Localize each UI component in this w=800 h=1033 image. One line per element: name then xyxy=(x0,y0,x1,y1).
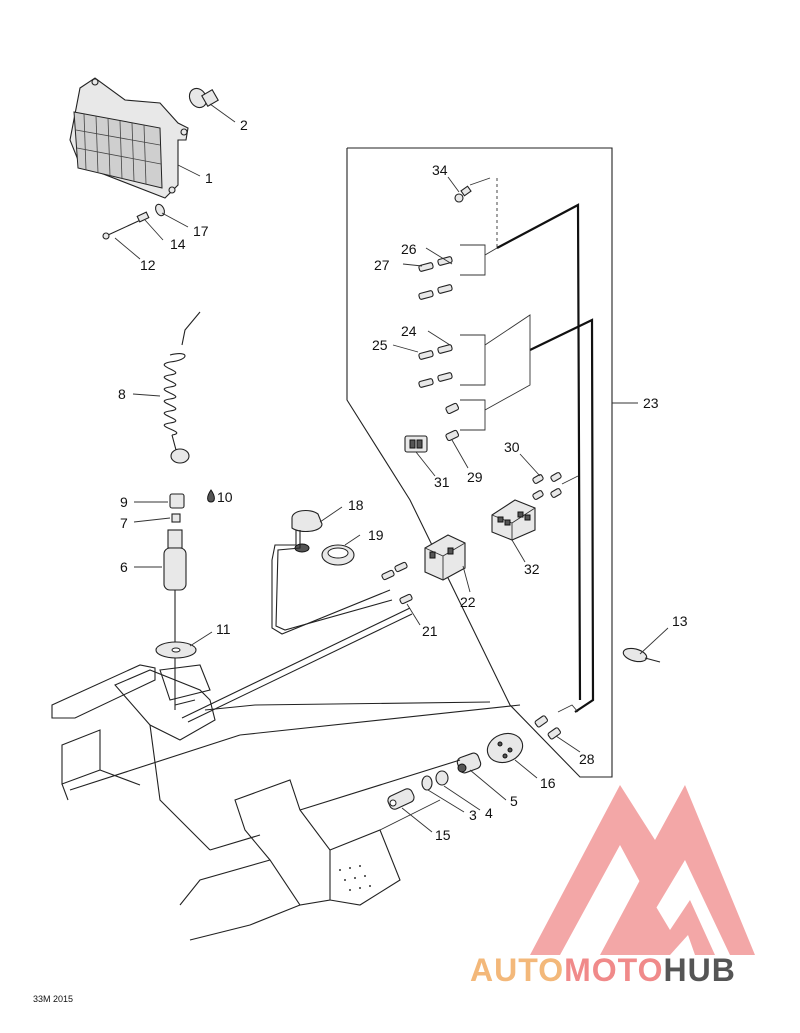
callout-11: 11 xyxy=(216,621,231,637)
callout-25: 25 xyxy=(372,337,388,353)
cable-tie-13 xyxy=(622,647,661,663)
key-15 xyxy=(387,788,415,810)
harness-wire-lower xyxy=(529,318,595,713)
callout-28: 28 xyxy=(579,751,595,767)
bracket-26-27 xyxy=(460,244,486,276)
blade-terminals-29 xyxy=(445,402,460,442)
callout-31: 31 xyxy=(434,474,450,490)
connector-32 xyxy=(491,499,536,541)
vehicle-frame xyxy=(51,607,521,941)
coiled-cable-8 xyxy=(163,311,201,464)
watermark-text-hub: HUB xyxy=(663,952,736,988)
watermark-text-auto: AUTO xyxy=(470,952,565,988)
leader-lines xyxy=(114,103,669,833)
figure-code: 33M 2015 xyxy=(33,994,74,1004)
callout-10: 10 xyxy=(217,489,233,505)
headlight-1 xyxy=(69,77,189,199)
nut-4 xyxy=(435,770,449,786)
callout-5: 5 xyxy=(510,793,518,809)
callout-22: 22 xyxy=(460,594,476,610)
washer-11 xyxy=(155,641,197,659)
callout-15: 15 xyxy=(435,827,451,843)
callout-27: 27 xyxy=(374,257,390,273)
callout-18: 18 xyxy=(348,497,364,513)
callout-4: 4 xyxy=(485,805,493,821)
callout-24: 24 xyxy=(401,323,417,339)
callout-9: 9 xyxy=(120,494,128,510)
pin-terminals-24-25 xyxy=(418,344,453,388)
callout-16: 16 xyxy=(540,775,556,791)
watermark-text: AUTOMOTOHUB xyxy=(470,952,736,989)
callout-12: 12 xyxy=(140,257,156,273)
boot-19 xyxy=(321,544,355,566)
switch-housing-16 xyxy=(486,732,524,764)
switch-body-6 xyxy=(163,529,187,710)
watermark-text-moto: MOTO xyxy=(564,952,664,988)
callout-21: 21 xyxy=(422,623,438,639)
harness-enclosure-outline xyxy=(346,147,613,778)
callout-8: 8 xyxy=(118,386,126,402)
callout-29: 29 xyxy=(467,469,483,485)
callout-1: 1 xyxy=(205,170,213,186)
ignition-switch-5 xyxy=(456,752,482,774)
ring-terminal-34 xyxy=(454,177,491,203)
callout-32: 32 xyxy=(524,561,540,577)
bracket-link-1 xyxy=(484,247,498,256)
nut-9 xyxy=(169,493,185,509)
terminals-28 xyxy=(534,704,579,740)
bracket-link-2 xyxy=(484,314,531,411)
watermark-brand: AUTOMOTOHUB xyxy=(470,948,790,996)
callout-13: 13 xyxy=(672,613,688,629)
callout-3: 3 xyxy=(469,807,477,823)
washer-3 xyxy=(421,775,433,791)
callout-7: 7 xyxy=(120,515,128,531)
callout-17: 17 xyxy=(193,223,209,239)
grease-drop-10 xyxy=(207,489,215,503)
callout-30: 30 xyxy=(504,439,520,455)
callout-26: 26 xyxy=(401,241,417,257)
callout-2: 2 xyxy=(240,117,248,133)
switch-18 xyxy=(271,509,393,635)
callout-6: 6 xyxy=(120,559,128,575)
watermark-logo xyxy=(530,785,755,955)
bracket-24-25 xyxy=(460,334,486,386)
callout-34: 34 xyxy=(432,162,448,178)
connector-housing-31 xyxy=(404,435,428,453)
pin-terminals-26-27 xyxy=(418,256,453,300)
callout-14: 14 xyxy=(170,236,186,252)
bracket-29 xyxy=(460,399,486,431)
connector-22 xyxy=(424,534,466,581)
callout-23: 23 xyxy=(643,395,659,411)
bulb-2 xyxy=(188,87,219,109)
terminals-21 xyxy=(381,561,413,605)
harness-wire-upper xyxy=(496,203,582,701)
callout-19: 19 xyxy=(368,527,384,543)
terminals-30 xyxy=(532,472,579,500)
washer-7 xyxy=(171,513,181,523)
fastener-12-14-17 xyxy=(102,203,165,240)
